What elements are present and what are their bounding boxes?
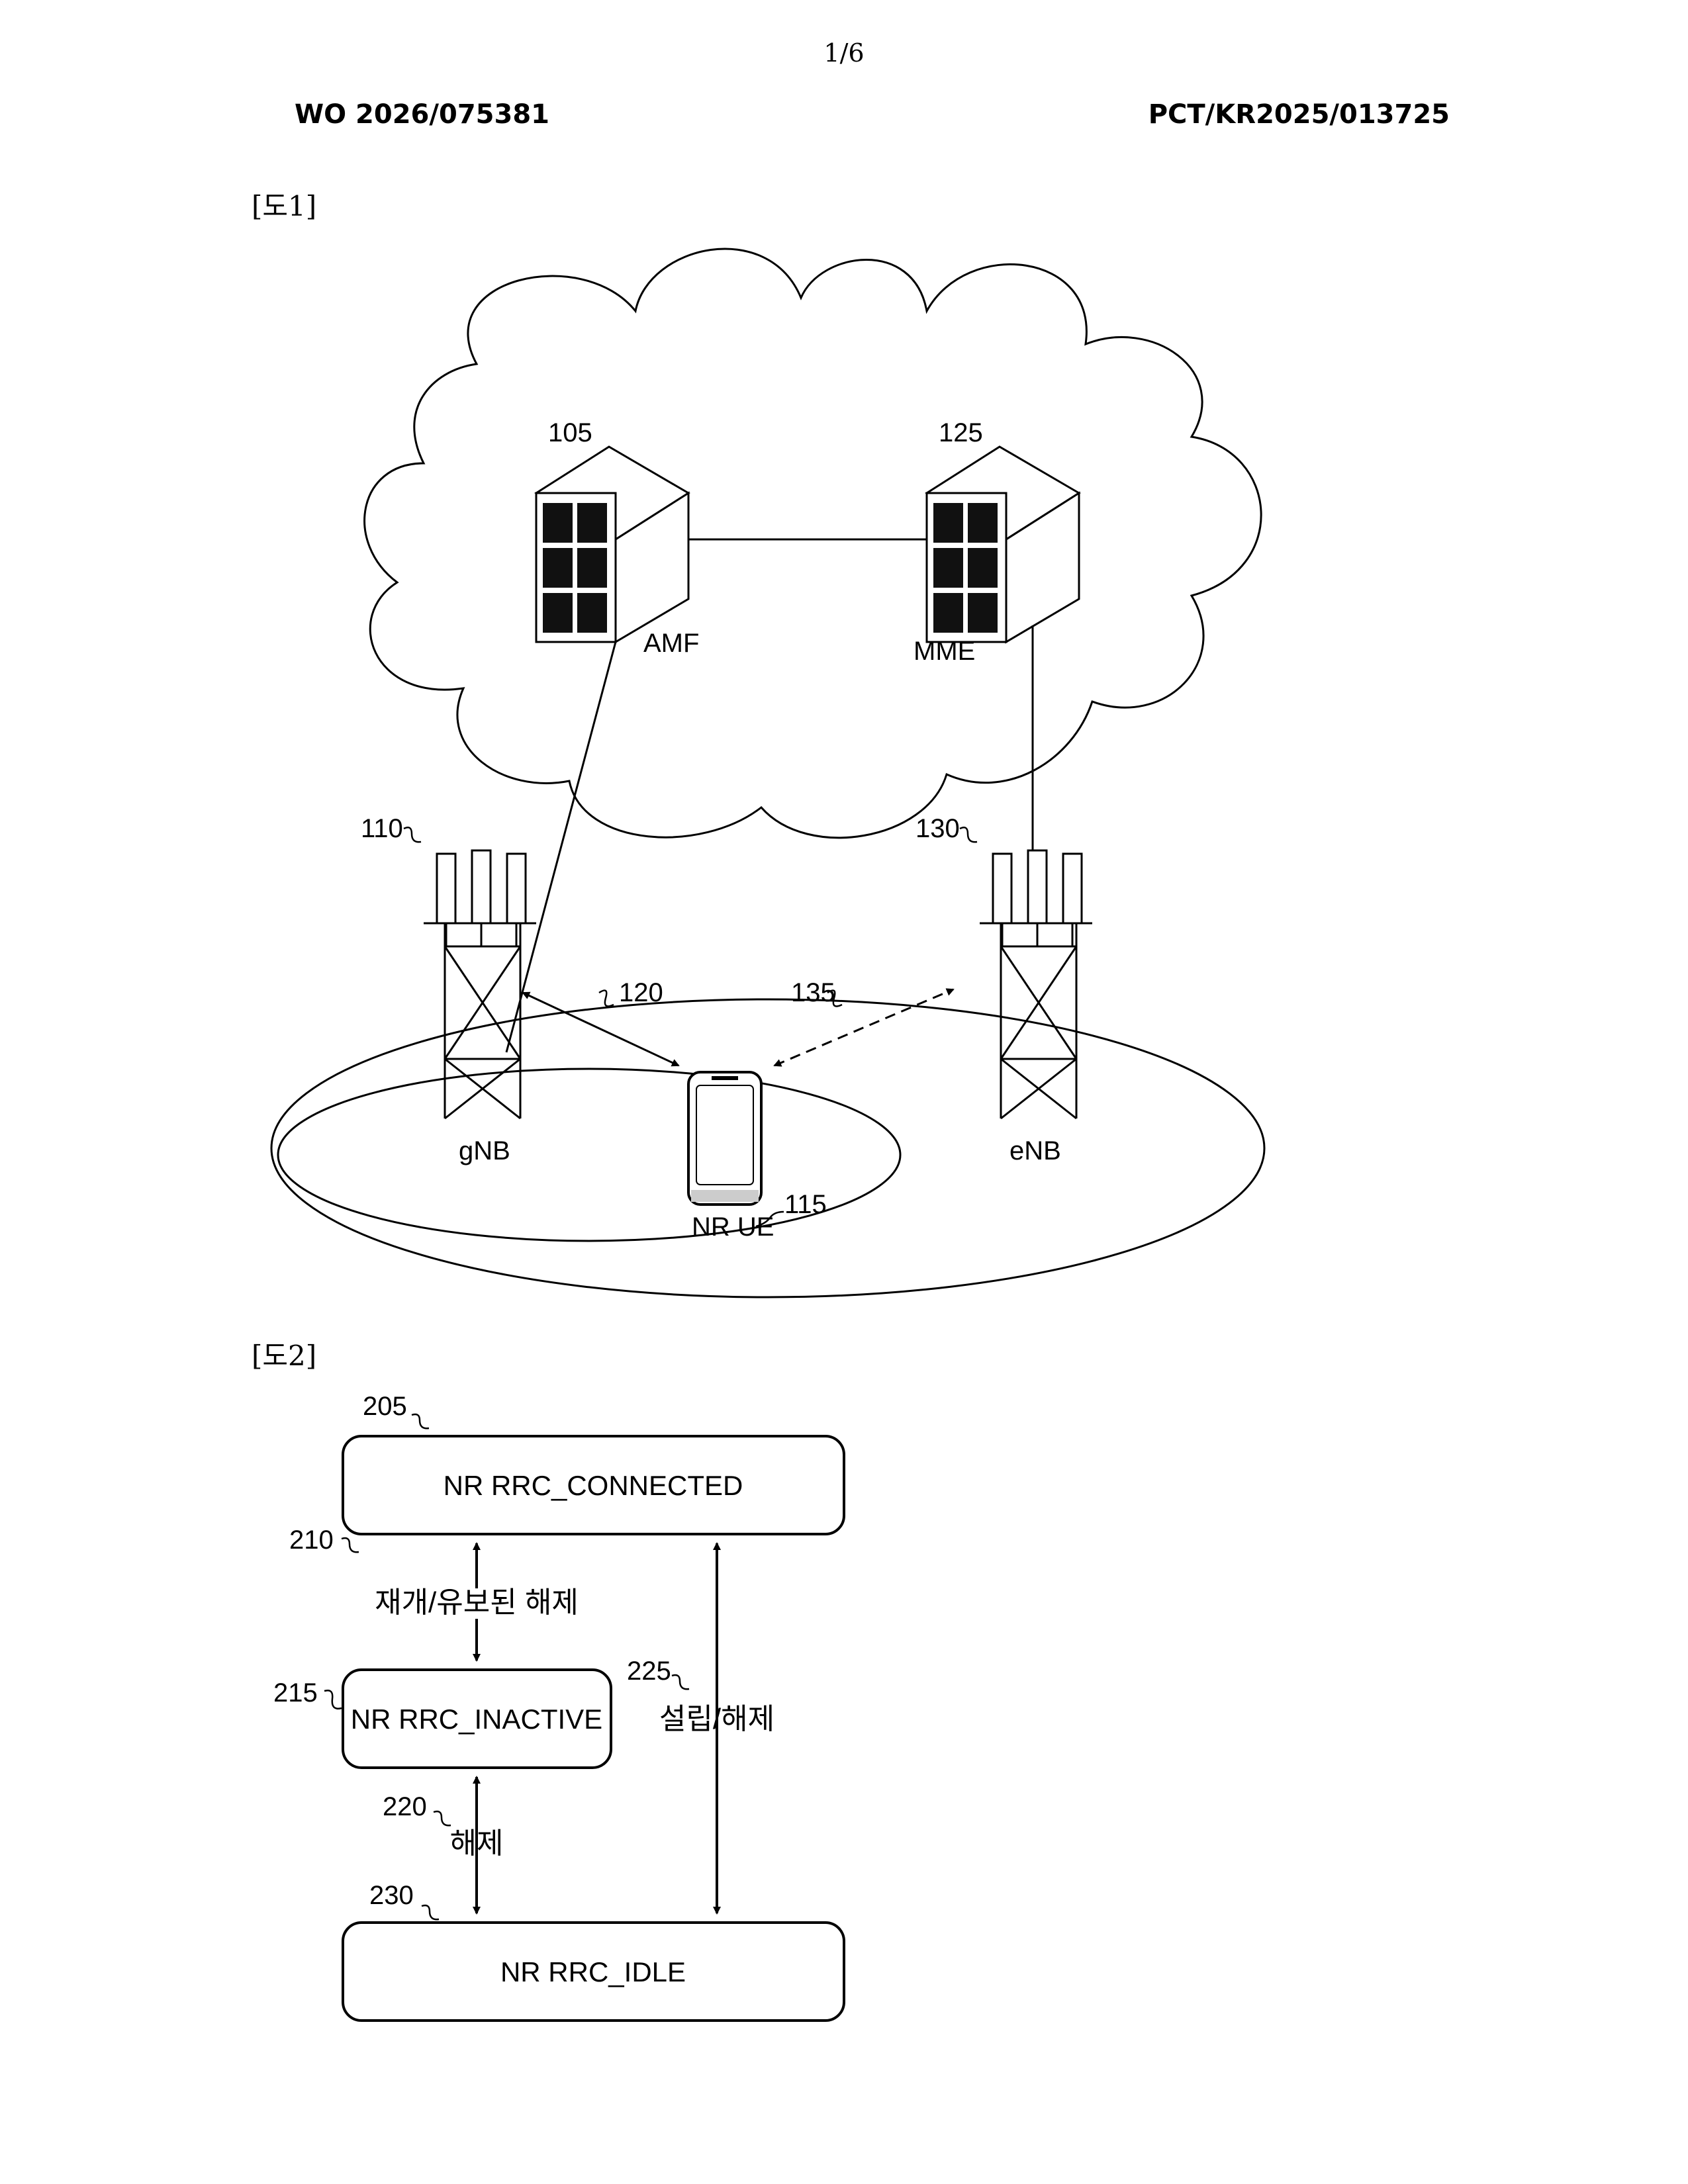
ref-205-leader (412, 1414, 429, 1428)
ref-215-leader (324, 1690, 342, 1709)
ref-110: 110 (361, 814, 403, 843)
ref-115: 115 (784, 1190, 827, 1219)
nr-ue-label: NR UE (692, 1212, 774, 1242)
ref-215: 215 (273, 1678, 318, 1707)
ref-110-leader (404, 827, 421, 842)
enb-label: eNB (1009, 1136, 1061, 1165)
ref-225-leader (672, 1675, 689, 1689)
state-idle-label: NR RRC_IDLE (500, 1956, 686, 1987)
coverage-area-outer (271, 999, 1264, 1297)
amf-server-icon (536, 447, 688, 642)
ref-120-leader (599, 990, 614, 1006)
mme-label: MME (914, 637, 975, 666)
ref-130-leader (960, 827, 977, 842)
ref-220: 220 (383, 1792, 427, 1821)
ref-130: 130 (915, 814, 960, 843)
ref-210-leader (342, 1538, 359, 1552)
nr-ue-phone-icon (688, 1072, 761, 1205)
ref-125: 125 (939, 418, 983, 447)
ref-230: 230 (369, 1881, 414, 1910)
transition-setup-release-label: 설립/해제 (659, 1703, 774, 1735)
amf-label: AMF (643, 629, 699, 658)
ref-210: 210 (289, 1525, 334, 1555)
ref-135: 135 (791, 978, 835, 1007)
amf-gnb-link (506, 642, 616, 1052)
ref-105: 105 (548, 418, 592, 447)
figure1-diagram: 105 125 110 130 120 135 115 AMF MME gNB … (271, 249, 1264, 1297)
transition-resume-release-label: 재개/유보된 해제 (375, 1586, 579, 1619)
ref-230-leader (422, 1905, 439, 1919)
ref-225: 225 (627, 1657, 671, 1686)
ref-205: 205 (363, 1392, 407, 1421)
transition-release-label: 해제 (450, 1827, 504, 1860)
ref-220-leader (434, 1811, 451, 1825)
enb-tower-icon (980, 850, 1092, 1118)
figure2-diagram: NR RRC_CONNECTED NR RRC_INACTIVE NR RRC_… (273, 1392, 844, 2021)
core-network-cloud (365, 249, 1261, 838)
mme-server-icon (927, 447, 1079, 642)
ref-120: 120 (619, 978, 663, 1007)
state-connected-label: NR RRC_CONNECTED (444, 1470, 743, 1501)
gnb-label: gNB (459, 1136, 510, 1165)
state-inactive-label: NR RRC_INACTIVE (351, 1704, 602, 1735)
